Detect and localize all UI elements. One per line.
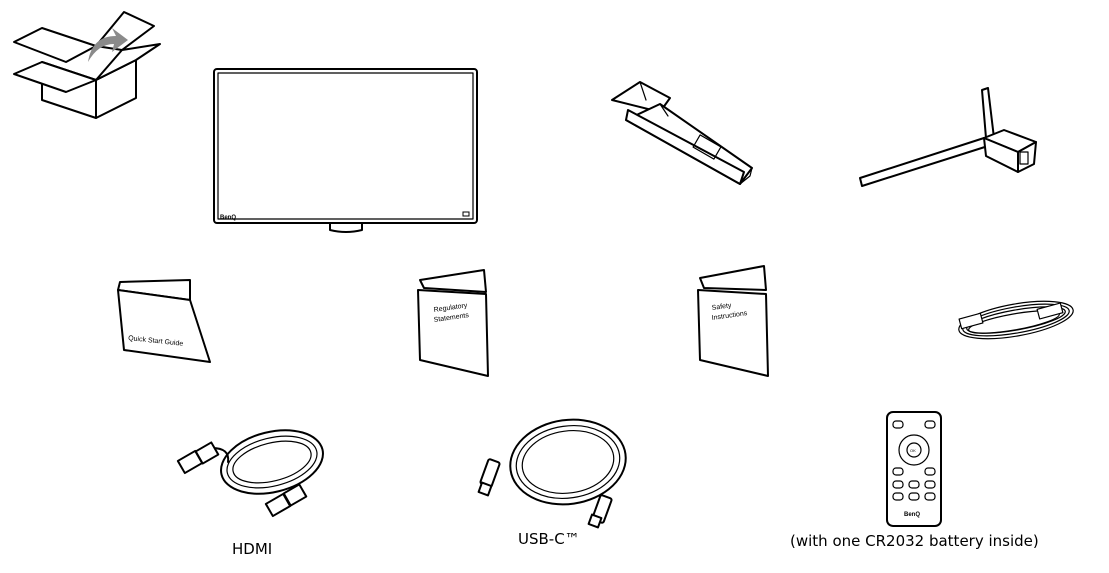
regulatory-label-line2: Statements <box>433 312 470 324</box>
safety-label-line2: Instructions <box>711 310 748 322</box>
hdmi-caption: HDMI <box>232 540 273 558</box>
usbc-caption: USB-C™ <box>518 530 580 548</box>
hdmi-cable-icon <box>176 429 324 518</box>
remote-caption: (with one CR2032 battery inside) <box>790 532 1039 550</box>
regulatory-label-line1: Regulatory <box>433 302 468 314</box>
monitor-icon: BenQ <box>213 68 478 233</box>
remote-logo: BenQ <box>904 512 920 518</box>
regulatory-statements-booklet: Regulatory Statements <box>417 269 489 377</box>
safety-label-line1: Safety <box>711 302 732 312</box>
package-open-icon <box>13 11 161 119</box>
stand-base-icon <box>859 87 1037 187</box>
usbc-cable-icon <box>477 418 627 529</box>
arrow-icon <box>88 28 128 62</box>
monitor-logo: BenQ <box>220 215 236 221</box>
stand-column-icon <box>611 81 753 185</box>
quick-start-guide-booklet: Quick Start Guide <box>117 279 211 363</box>
safety-instructions-booklet: Safety Instructions <box>697 265 769 377</box>
remote-control-icon: OK BenQ <box>886 411 942 527</box>
power-cord-icon <box>958 300 1074 340</box>
remote-ok-label: OK <box>910 448 916 453</box>
